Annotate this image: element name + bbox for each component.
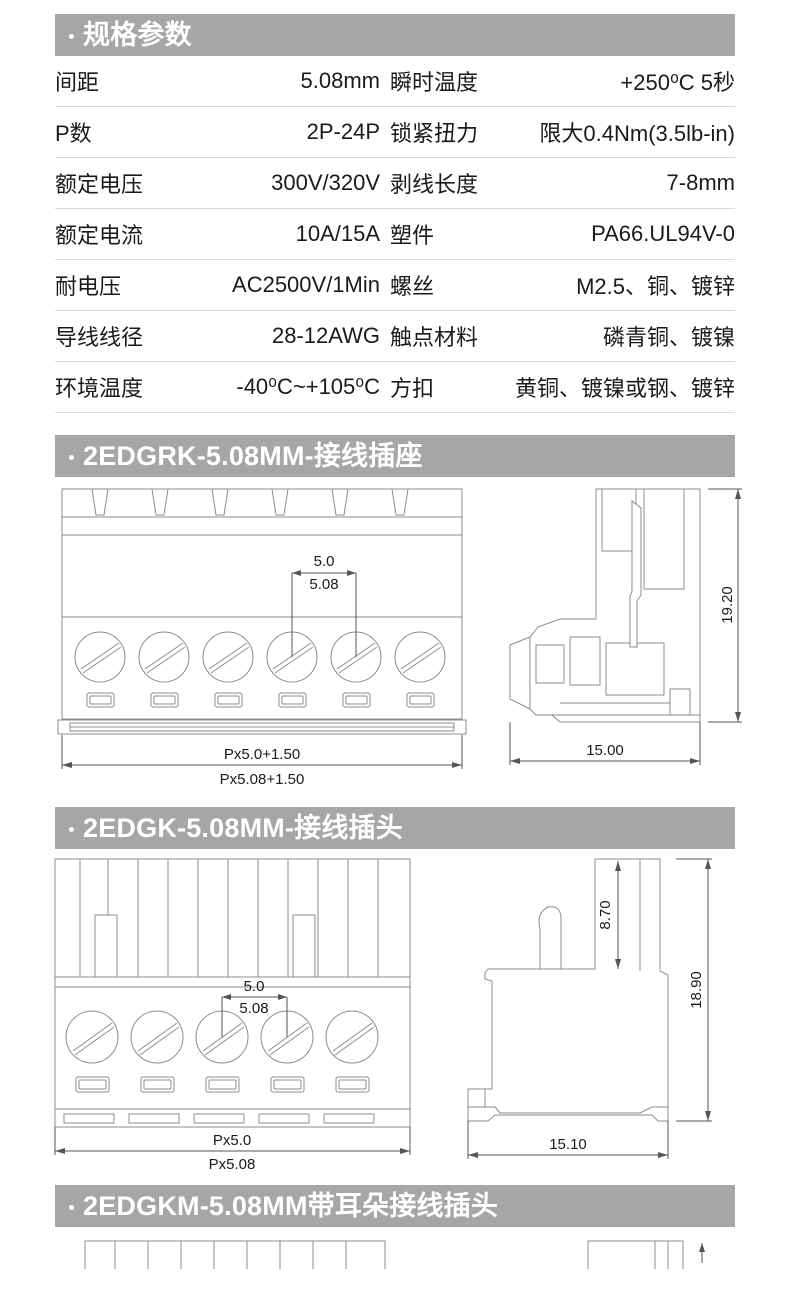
socket-front-view: 5.0 5.08 Px5.0+1.50 Px5.08+1.50	[57, 488, 467, 788]
height-dimension: 19.20	[708, 488, 742, 723]
plug-ear-side-view-partial	[587, 1240, 705, 1269]
table-row: 额定电压 300V/320V 剥线长度 7-8mm	[55, 158, 735, 209]
spec-value-2: 7-8mm	[666, 170, 735, 195]
spec-label-2: 瞬时温度	[390, 70, 479, 95]
screw-terminal	[325, 1010, 379, 1093]
section-title-socket: 2EDGRK-5.08MM-接线插座	[83, 440, 423, 471]
spec-label: 额定电流	[55, 223, 144, 248]
spec-value-2: 黄铜、镀镍或钢、镀锌	[515, 376, 736, 401]
plug-technical-drawing: 5.0 5.08 Px5.0 Px5.08	[40, 849, 750, 1179]
pitch-top-label: 5.0	[244, 978, 265, 995]
spec-label: 导线线径	[55, 325, 144, 350]
depth-dimension: 15.10	[467, 1121, 669, 1159]
spec-value: 300V/320V	[271, 170, 380, 195]
table-row: 耐电压 AC2500V/1Min 螺丝 M2.5、铜、镀锌	[55, 260, 735, 311]
tail-height-label: 8.70	[597, 900, 614, 929]
width-bottom-label: Px5.08	[209, 1156, 256, 1173]
width-dimension: Px5.0+1.50 Px5.08+1.50	[61, 735, 463, 788]
pitch-bottom-label: 5.08	[309, 576, 338, 593]
spec-label-2: 锁紧扭力	[390, 121, 479, 146]
width-dimension: Px5.0 Px5.08	[54, 1127, 411, 1173]
screw-terminal	[138, 631, 190, 708]
spec-value: 28-12AWG	[271, 323, 380, 348]
spec-label: P数	[55, 121, 92, 146]
bullet-icon	[69, 1204, 74, 1210]
section-header-spec: 规格参数	[55, 14, 735, 56]
spec-table: 间距 5.08mm 瞬时温度 +250⁰C 5秒 P数 2P-24P 锁紧扭力 …	[55, 56, 735, 413]
table-row: P数 2P-24P 锁紧扭力 限大0.4Nm(3.5lb-in)	[55, 107, 735, 158]
bullet-icon	[69, 826, 74, 832]
width-top-label: Px5.0+1.50	[224, 746, 300, 763]
socket-technical-drawing: 5.0 5.08 Px5.0+1.50 Px5.08+1.50	[40, 477, 750, 797]
height-dimension: 18.90	[676, 858, 712, 1122]
depth-dimension: 15.00	[509, 722, 701, 765]
spec-label: 间距	[55, 70, 100, 95]
bullet-icon	[69, 33, 74, 39]
spec-value-2: +250⁰C 5秒	[620, 70, 735, 95]
tail-height-dimension: 8.70	[597, 861, 621, 969]
bullet-icon	[69, 454, 74, 460]
plug-front-view: 5.0 5.08 Px5.0 Px5.08	[54, 858, 411, 1173]
spec-value: 5.08mm	[300, 68, 380, 93]
depth-label: 15.00	[586, 742, 624, 759]
spec-label-2: 塑件	[390, 223, 435, 248]
spec-value: 2P-24P	[306, 119, 380, 144]
spec-value: AC2500V/1Min	[232, 272, 380, 297]
table-row: 导线线径 28-12AWG 触点材料 磷青铜、镀镍	[55, 311, 735, 362]
screw-terminal	[202, 631, 254, 708]
spec-value-2: 磷青铜、镀镍	[602, 325, 735, 350]
spec-value-2: 限大0.4Nm(3.5lb-in)	[539, 121, 735, 146]
table-row: 额定电流 10A/15A 塑件 PA66.UL94V-0	[55, 209, 735, 260]
spec-label-2: 方扣	[390, 376, 435, 401]
spec-label: 环境温度	[55, 376, 144, 401]
screw-terminal	[65, 1010, 119, 1093]
width-top-label: Px5.0	[213, 1132, 251, 1149]
height-label: 18.90	[688, 971, 705, 1009]
pitch-bottom-label: 5.08	[239, 1000, 268, 1017]
plug-ear-technical-drawing-partial	[40, 1227, 750, 1269]
screw-terminal	[130, 1010, 184, 1093]
section-header-socket: 2EDGRK-5.08MM-接线插座	[55, 435, 735, 477]
spec-value: -40⁰C~+105⁰C	[236, 374, 380, 399]
height-label: 19.20	[719, 586, 736, 624]
section-title-plug: 2EDGK-5.08MM-接线插头	[83, 812, 403, 843]
spec-label-2: 剥线长度	[390, 172, 479, 197]
width-bottom-label: Px5.08+1.50	[220, 771, 305, 788]
pitch-dimension: 5.0 5.08	[291, 553, 357, 657]
section-header-plug-ear: 2EDGKM-5.08MM带耳朵接线插头	[55, 1185, 735, 1227]
spec-value-2: PA66.UL94V-0	[591, 221, 735, 246]
spec-label-2: 触点材料	[390, 325, 479, 350]
section-header-plug: 2EDGK-5.08MM-接线插头	[55, 807, 735, 849]
table-row: 间距 5.08mm 瞬时温度 +250⁰C 5秒	[55, 56, 735, 107]
spec-value-2: M2.5、铜、镀锌	[576, 274, 735, 299]
spec-label-2: 螺丝	[390, 274, 435, 299]
pitch-top-label: 5.0	[314, 553, 335, 570]
spec-value: 10A/15A	[295, 221, 380, 246]
plug-ear-front-view-partial	[84, 1240, 386, 1269]
spec-label: 耐电压	[55, 274, 122, 299]
screw-terminal	[74, 631, 126, 708]
socket-side-section-view: 19.20 15.00	[509, 488, 742, 765]
table-row: 环境温度 -40⁰C~+105⁰C 方扣 黄铜、镀镍或钢、镀锌	[55, 362, 735, 413]
spec-label: 额定电压	[55, 172, 144, 197]
section-title-plug-ear: 2EDGKM-5.08MM带耳朵接线插头	[83, 1190, 499, 1221]
screw-terminal	[394, 631, 446, 708]
pitch-dimension: 5.0 5.08	[221, 978, 288, 1037]
section-title-spec: 规格参数	[83, 19, 192, 50]
plug-side-view: 8.70 18.90 15.10	[467, 858, 712, 1159]
depth-label: 15.10	[549, 1136, 587, 1153]
